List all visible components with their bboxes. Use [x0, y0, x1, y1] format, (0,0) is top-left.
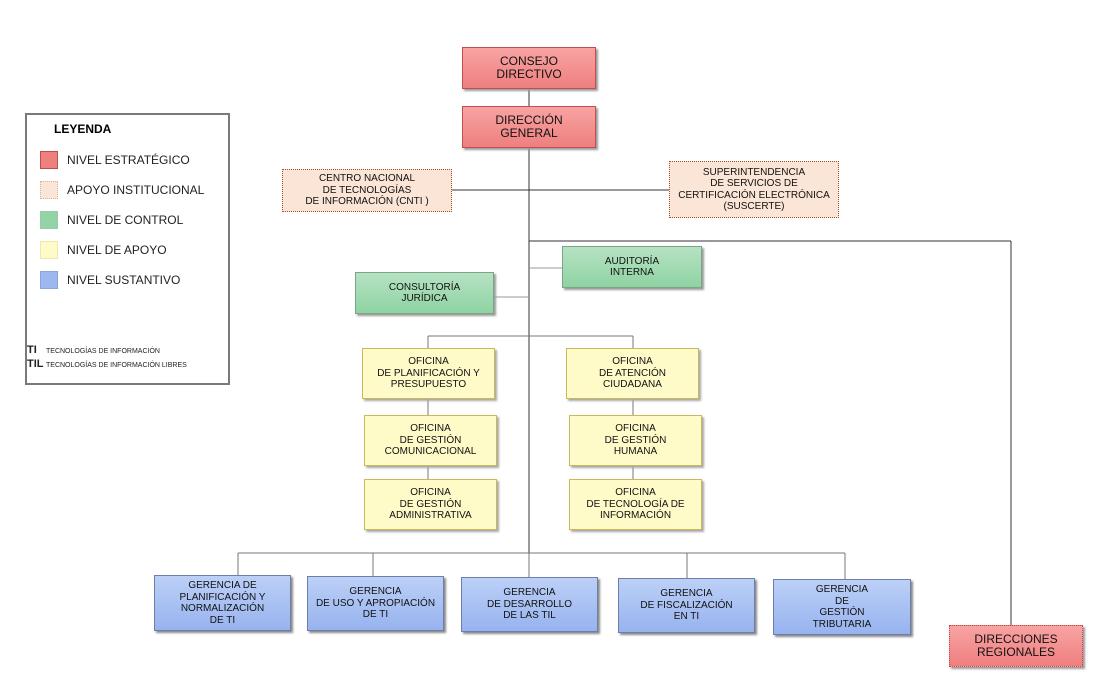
legend-swatch-blue	[40, 271, 58, 289]
legend-swatch-green	[40, 211, 58, 229]
legend-swatch-peach	[40, 181, 58, 199]
legend-swatch-red	[40, 151, 58, 169]
legend-item-apoyo: NIVEL DE APOYO	[40, 241, 225, 261]
legend-label: APOYO INSTITUCIONAL	[67, 183, 205, 197]
legend-panel: LEYENDA NIVEL ESTRATÉGICO APOYO INSTITUC…	[25, 113, 230, 385]
legend-item-apoyo-institucional: APOYO INSTITUCIONAL	[40, 181, 225, 201]
legend-label: NIVEL SUSTANTIVO	[67, 273, 181, 287]
legend-item-control: NIVEL DE CONTROL	[40, 211, 225, 231]
legend-title: LEYENDA	[54, 122, 112, 136]
legend-label: NIVEL DE CONTROL	[67, 213, 184, 227]
legend-label: NIVEL ESTRATÉGICO	[67, 153, 190, 167]
legend-swatch-yellow	[40, 241, 58, 259]
legend-item-sustantivo: NIVEL SUSTANTIVO	[40, 271, 225, 291]
legend-item-estrategico: NIVEL ESTRATÉGICO	[40, 151, 225, 171]
legend-label: NIVEL DE APOYO	[67, 243, 167, 257]
